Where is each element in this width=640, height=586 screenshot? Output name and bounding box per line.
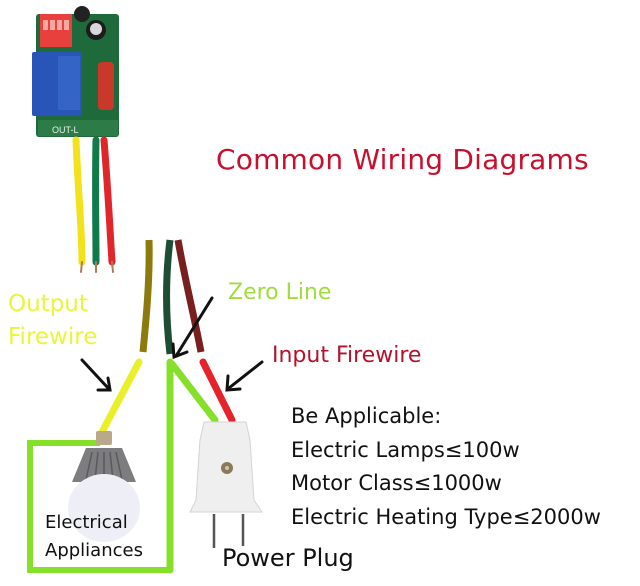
capacitor [74,6,90,22]
arrow-input [227,360,264,390]
board-label: OUT-L [52,125,79,135]
diagram-title: Common Wiring Diagrams [216,143,589,176]
upper-input-wire [174,239,205,353]
applicability-item: Motor Class≤1000w [291,471,502,495]
zero-line-label: Zero Line [228,280,332,305]
electrical-appliances-label: Electrical Appliances [45,509,143,565]
arrow-output [80,358,110,390]
output-firewire-label: Output Firewire [8,288,97,354]
arrows [80,296,264,392]
appliance-circuit-loop [27,440,170,573]
applicability-heading: Be Applicable: [291,404,442,428]
output-label-line: Output [8,291,88,317]
upper-zero-wire [163,239,174,355]
upper-wires [139,239,205,355]
module-input-wire [100,136,116,266]
input-firewire-label: Input Firewire [272,343,422,368]
appliances-label-line: Appliances [45,540,143,561]
bulb-globe [68,474,140,542]
applicability-list: Be Applicable: Electric Lamps≤100w Motor… [291,400,601,534]
output-label-line: Firewire [8,324,98,350]
bulb-base [96,431,112,445]
power-plug-label: Power Plug [222,544,354,572]
module-output-wire [72,136,86,266]
power-plug-image [189,421,263,548]
fuse-resistor [98,62,114,110]
module-wires [72,136,116,273]
applicability-item: Electric Lamps≤100w [291,437,520,462]
zero-wire-to-plug [168,360,219,424]
arrow-zero [174,296,214,358]
input-wire [199,358,236,424]
applicability-item: Electric Heating Type≤2000w [291,504,601,529]
light-bulb-image [68,431,140,542]
output-wire [98,358,143,436]
upper-output-wire [139,239,153,353]
relay-module: OUT-L [32,6,119,137]
dip-switch [40,14,72,47]
appliances-label-line: Electrical [45,512,128,533]
